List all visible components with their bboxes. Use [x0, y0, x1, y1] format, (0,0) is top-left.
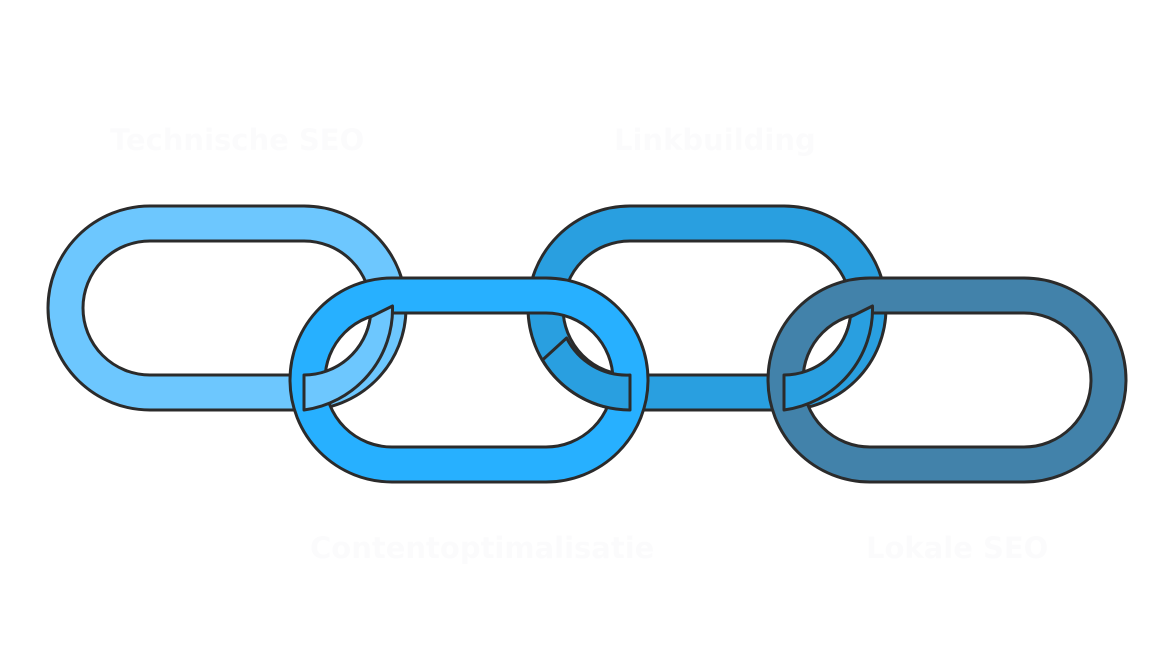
chain-link-lokale-seo	[766, 276, 1128, 484]
label-technische-seo: Technische SEO	[110, 123, 365, 157]
label-lokale-seo: Lokale SEO	[866, 531, 1049, 565]
link-1-over-crossing	[302, 304, 395, 412]
link-3-over-crossing	[782, 304, 875, 412]
link-3-over-crossing-left	[541, 336, 632, 412]
chain-link-contentoptimalisatie	[288, 276, 650, 484]
label-contentoptimalisatie: Contentoptimalisatie	[310, 531, 655, 565]
label-linkbuilding: Linkbuilding	[614, 123, 816, 157]
